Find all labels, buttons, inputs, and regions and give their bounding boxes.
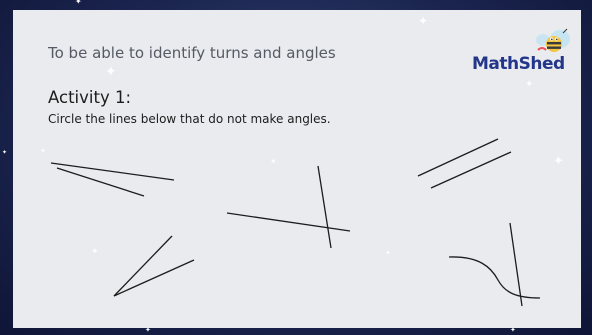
star-icon: ✦: [75, 0, 82, 6]
line-figures: [13, 10, 581, 328]
figure-crossing-lines-center[interactable]: [227, 166, 350, 248]
slide-canvas: ✦ ✦ ✦ ✦ ✦ ✦ ✦ ✦ To be able to identify t…: [13, 10, 581, 328]
figure-curve-and-line-bottom-right[interactable]: [449, 223, 540, 306]
star-icon: ✦: [145, 327, 151, 334]
figure-angle-lines-top-left[interactable]: [51, 163, 174, 196]
star-icon: ✦: [510, 327, 516, 334]
figure-parallel-lines-right[interactable]: [418, 139, 511, 188]
star-icon: ✦: [2, 150, 7, 156]
figure-angle-lines-bottom-left[interactable]: [114, 236, 194, 296]
